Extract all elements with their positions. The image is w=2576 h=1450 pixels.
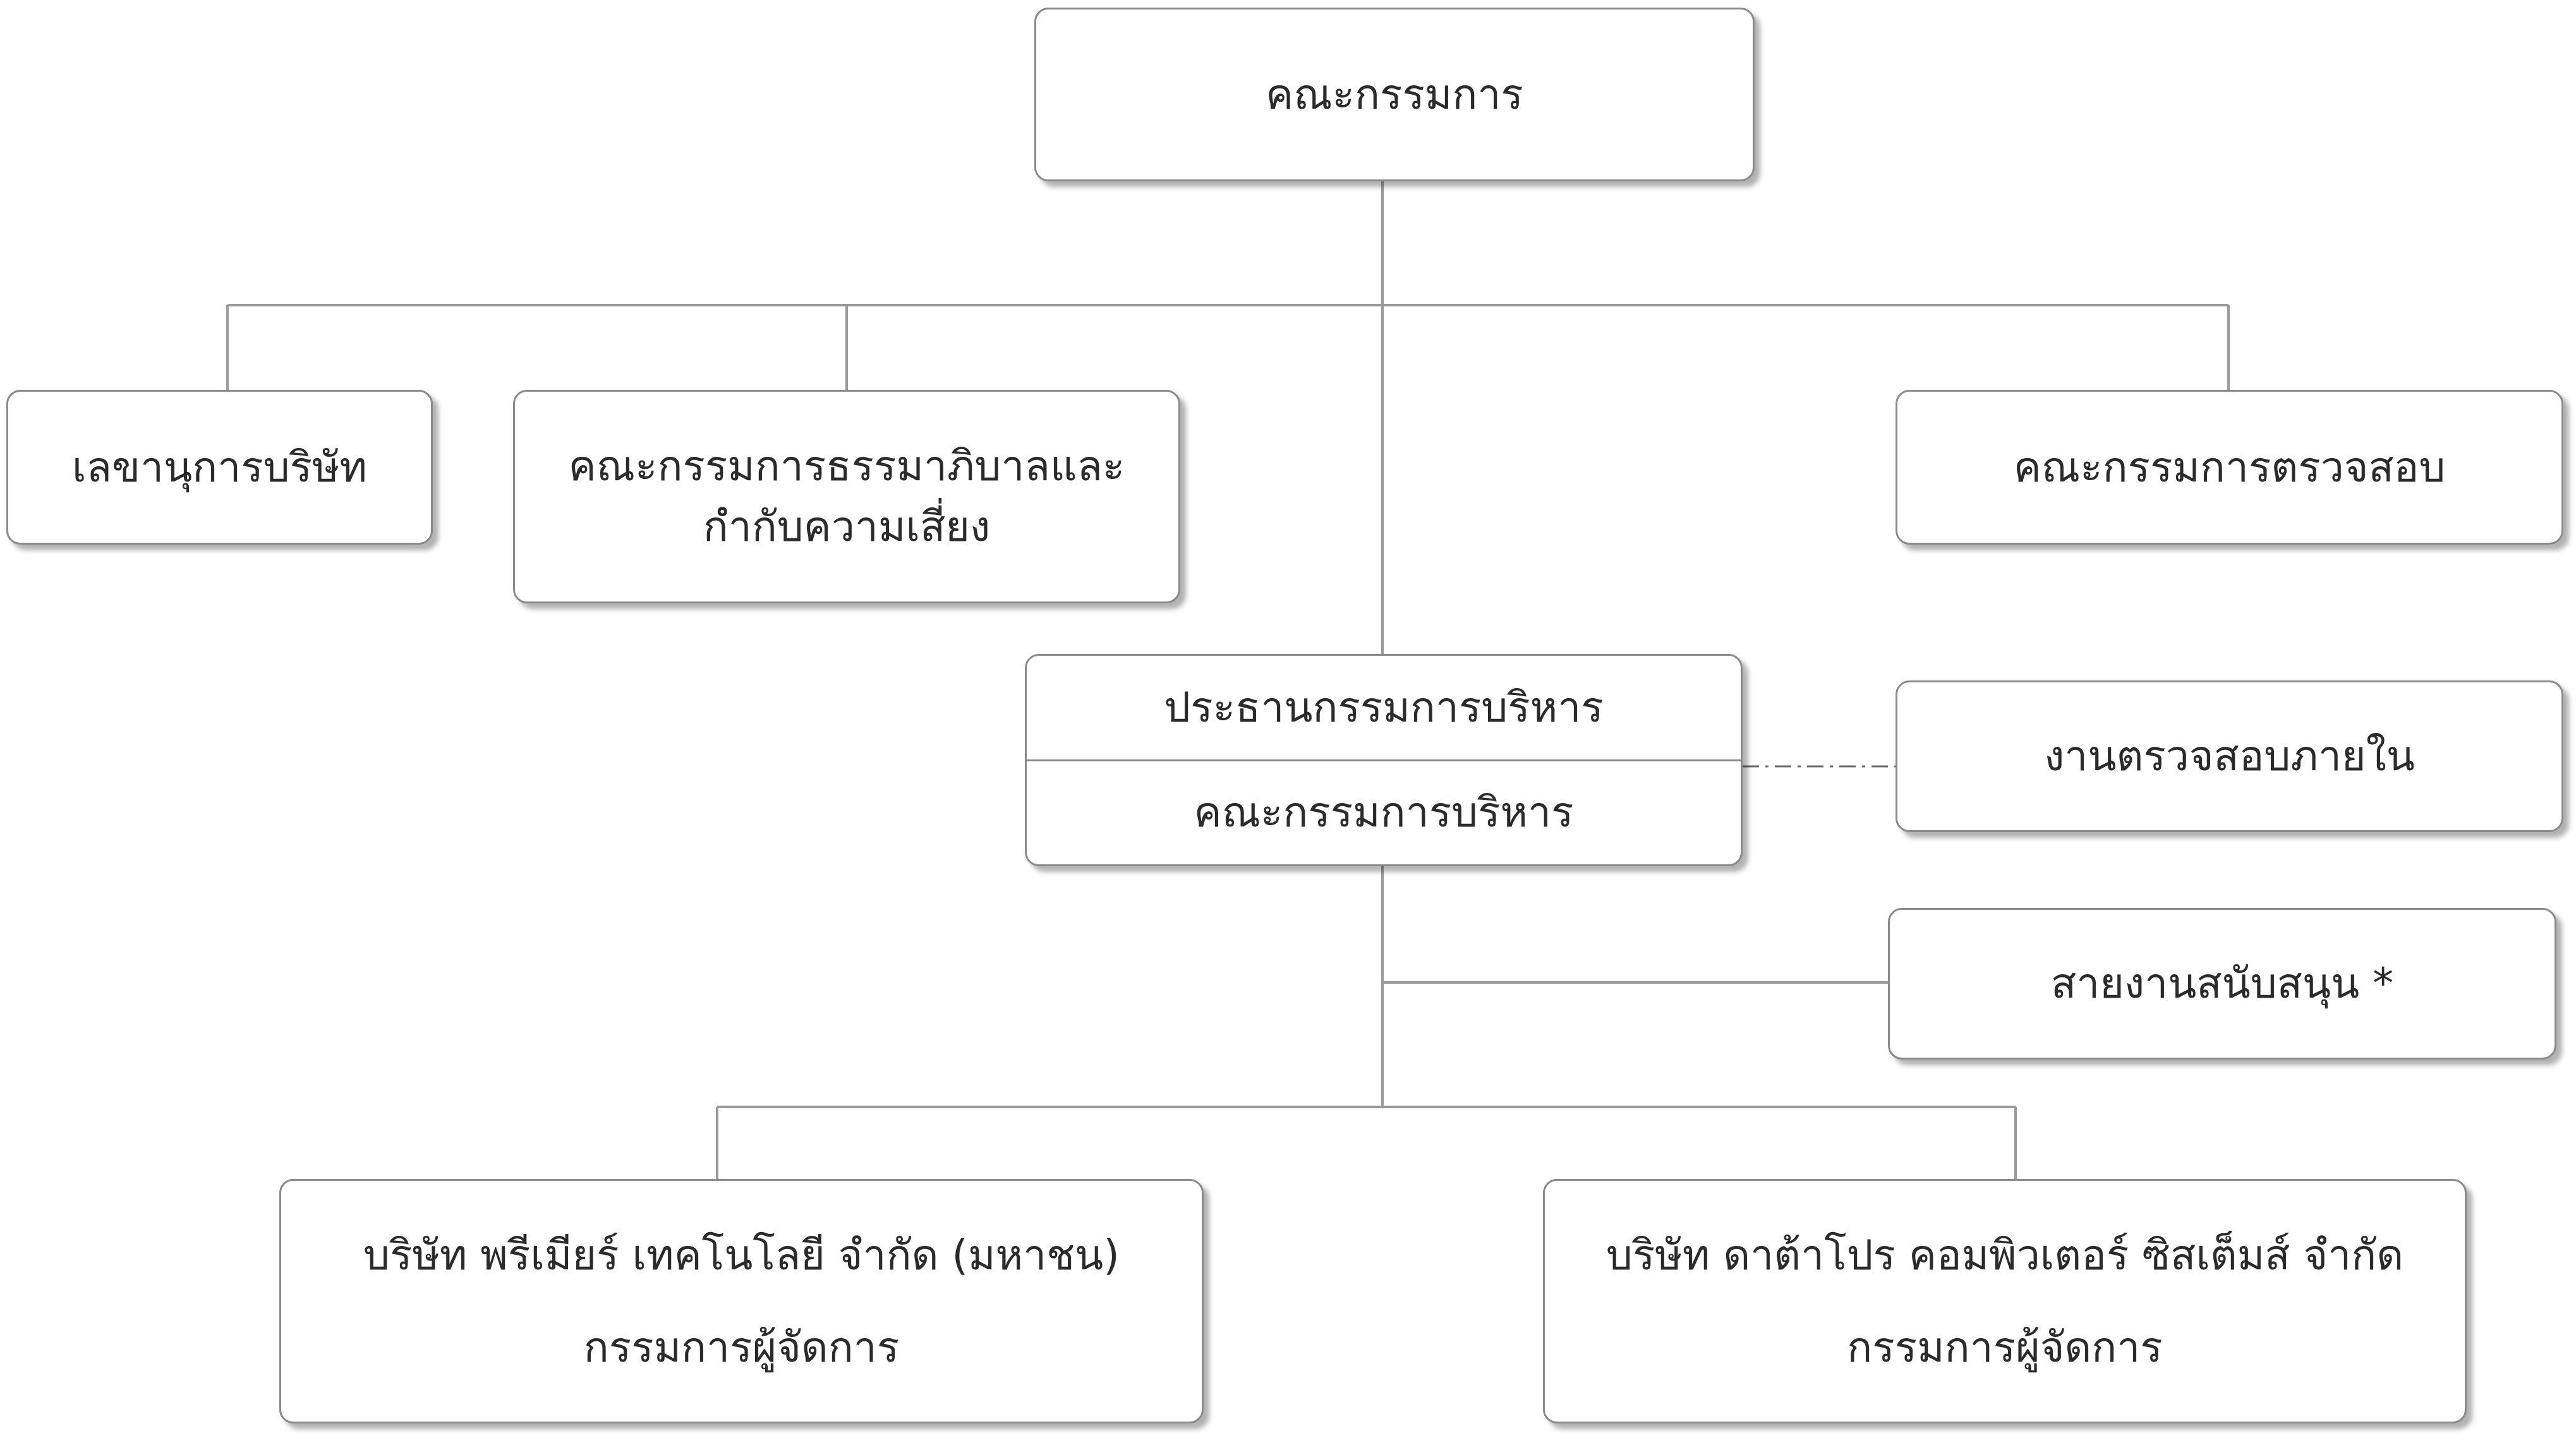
executive-chairman-cell: ประธานกรรมการบริหาร bbox=[1027, 656, 1741, 761]
board-label: คณะกรรมการ bbox=[1266, 69, 1523, 119]
internal-audit-label: งานตรวจสอบภายใน bbox=[2044, 732, 2415, 781]
audit-committee-box: คณะกรรมการตรวจสอบ bbox=[1896, 390, 2563, 545]
support-division-label: สายงานสนับสนุน * bbox=[2050, 959, 2394, 1008]
audit-committee-label: คณะกรรมการตรวจสอบ bbox=[2013, 442, 2446, 492]
premier-technology-company: บริษัท พรีเมียร์ เทคโนโลยี จำกัด (มหาชน) bbox=[363, 1230, 1120, 1279]
datapro-computer-role: กรรมการผู้จัดการ bbox=[1847, 1322, 2163, 1372]
datapro-computer-company: บริษัท ดาต้าโปร คอมพิวเตอร์ ซิสเต็มส์ จำ… bbox=[1605, 1230, 2404, 1279]
governance-committee-line1: คณะกรรมการธรรมาภิบาลและ bbox=[568, 442, 1125, 491]
company-secretary-box: เลขานุการบริษัท bbox=[6, 390, 433, 545]
premier-technology-box: บริษัท พรีเมียร์ เทคโนโลยี จำกัด (มหาชน)… bbox=[279, 1179, 1204, 1423]
datapro-computer-box: บริษัท ดาต้าโปร คอมพิวเตอร์ ซิสเต็มส์ จำ… bbox=[1543, 1179, 2467, 1423]
board-box: คณะกรรมการ bbox=[1034, 8, 1755, 181]
executive-chairman-label: ประธานกรรมการบริหาร bbox=[1164, 682, 1604, 732]
governance-committee-box: คณะกรรมการธรรมาภิบาลและ กำกับความเสี่ยง bbox=[513, 390, 1180, 603]
company-secretary-label: เลขานุการบริษัท bbox=[71, 442, 368, 492]
premier-technology-role: กรรมการผู้จัดการ bbox=[583, 1322, 900, 1372]
internal-audit-box: งานตรวจสอบภายใน bbox=[1896, 680, 2563, 832]
executive-box: ประธานกรรมการบริหาร คณะกรรมการบริหาร bbox=[1025, 654, 1743, 866]
executive-committee-label: คณะกรรมการบริหาร bbox=[1194, 788, 1574, 837]
support-division-box: สายงานสนับสนุน * bbox=[1888, 908, 2556, 1060]
executive-committee-cell: คณะกรรมการบริหาร bbox=[1027, 761, 1741, 865]
governance-committee-line2: กำกับความเสี่ยง bbox=[703, 502, 991, 551]
